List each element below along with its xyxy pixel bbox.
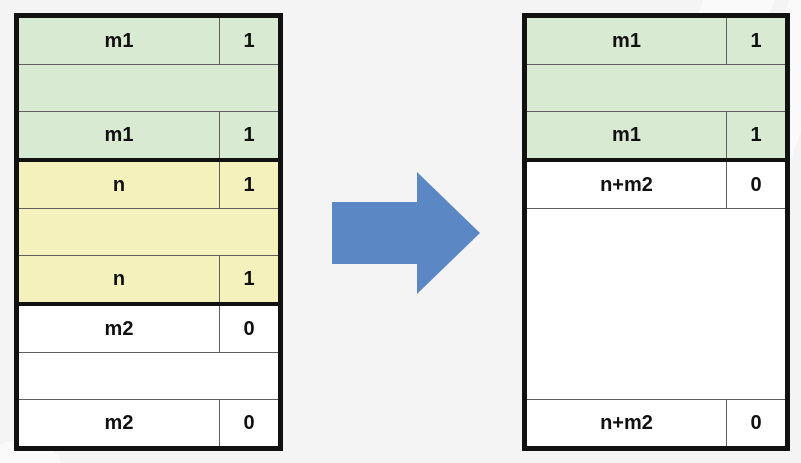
allocated-flag: 0 <box>219 400 278 446</box>
block-size-label: n <box>112 267 126 290</box>
payload-space <box>19 353 278 399</box>
block-size-label: n+m2 <box>600 173 653 196</box>
block-header-row: n+m2 0 <box>527 162 785 209</box>
payload-row <box>19 65 278 112</box>
block-size-label: m1 <box>104 123 134 146</box>
right-arrow-icon <box>332 172 480 294</box>
block-footer-row: m1 1 <box>527 112 785 162</box>
payload-row <box>19 209 278 256</box>
block-size-label: n+m2 <box>600 411 653 434</box>
allocated-flag: 1 <box>726 18 785 64</box>
block-header-row: m2 0 <box>19 306 278 353</box>
payload-space <box>19 65 278 111</box>
payload-row <box>527 209 785 400</box>
block-header-row: n 1 <box>19 162 278 209</box>
block-footer-row: n+m2 0 <box>527 400 785 446</box>
block-size-label: m1 <box>104 29 134 52</box>
block-header-row: m1 1 <box>527 18 785 65</box>
block-footer-row: m2 0 <box>19 400 278 446</box>
allocated-flag: 0 <box>726 400 785 446</box>
block-size-label: m1 <box>612 29 641 52</box>
block-footer-row: n 1 <box>19 256 278 306</box>
allocated-flag: 0 <box>726 162 785 208</box>
allocated-flag: 1 <box>219 256 278 302</box>
allocated-flag: 1 <box>219 18 278 64</box>
block-size-label: n <box>112 173 126 196</box>
payload-row <box>527 65 785 112</box>
block-size-label: m2 <box>104 317 134 340</box>
block-size-label: m2 <box>104 411 134 434</box>
payload-space <box>527 65 785 111</box>
heap-diagram-after: m1 1 m1 1 n+m2 0 n+m2 0 <box>522 13 790 451</box>
heap-diagram-before: m1 1 m1 1 n 1 n 1 m2 0 m2 0 <box>14 13 283 451</box>
block-footer-row: m1 1 <box>19 112 278 162</box>
transition-arrow <box>332 172 480 294</box>
block-size-label: m1 <box>612 123 641 146</box>
allocated-flag: 0 <box>219 306 278 352</box>
allocated-flag: 1 <box>219 112 278 158</box>
allocated-flag: 1 <box>219 162 278 208</box>
block-header-row: m1 1 <box>19 18 278 65</box>
payload-space <box>19 209 278 255</box>
allocated-flag: 1 <box>726 112 785 158</box>
payload-space <box>527 209 785 399</box>
payload-row <box>19 353 278 400</box>
